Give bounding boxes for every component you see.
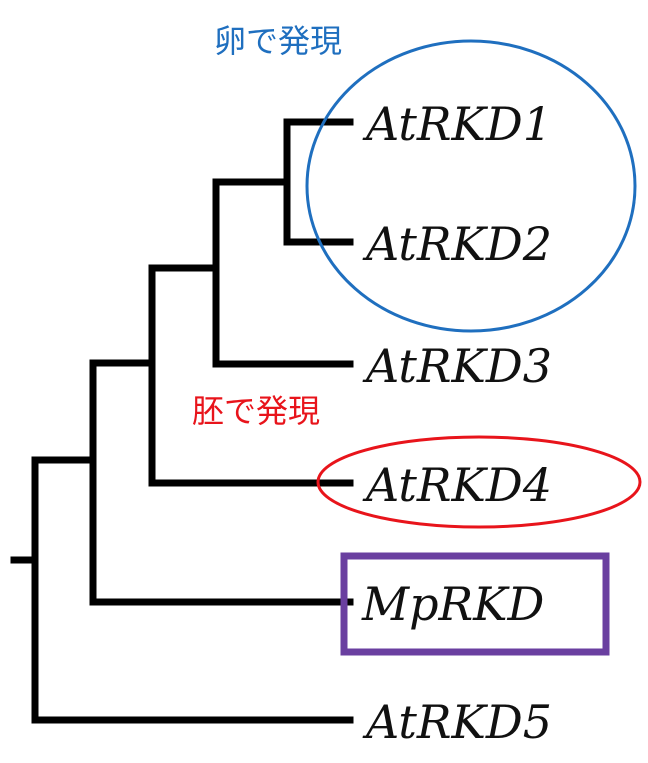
leaf-label-atrkd2: AtRKD2 (362, 217, 552, 271)
egg-expression-label: 卵で発現 (214, 22, 342, 60)
leaf-label-atrkd1: AtRKD1 (362, 97, 552, 151)
branch-root-rkd5 (31, 456, 354, 724)
leaf-label-atrkd4: AtRKD4 (362, 458, 552, 512)
branch-rkd1234-mprkd (89, 359, 354, 606)
branch-rkd123-rkd4 (148, 264, 354, 487)
branch-rkd1-rkd2 (283, 118, 354, 246)
leaf-label-atrkd5: AtRKD5 (362, 695, 552, 749)
leaf-label-mprkd: MpRKD (361, 577, 544, 631)
leaf-label-atrkd3: AtRKD3 (362, 339, 552, 393)
embryo-expression-ellipse (316, 435, 642, 529)
mprkd-highlight-box (340, 552, 610, 656)
embryo-expression-label: 胚で発現 (192, 392, 320, 430)
egg-expression-ellipse (305, 39, 637, 333)
branch-rkd12-rkd3 (212, 178, 354, 368)
tree-branches (10, 118, 354, 724)
